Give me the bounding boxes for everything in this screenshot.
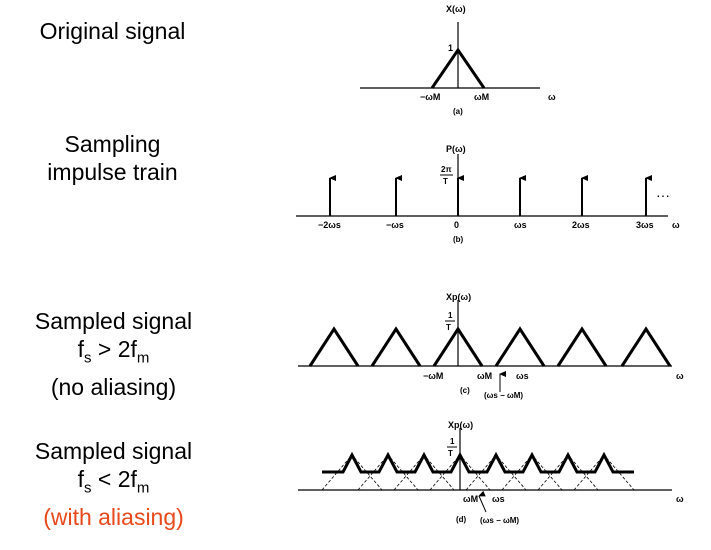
tick-c-neg-wm: −ωM xyxy=(423,371,443,381)
ylabel-c: Xp(ω) xyxy=(446,292,471,302)
tick-c-ws: ωs xyxy=(516,371,529,381)
label-sampling-line1: Sampling xyxy=(64,131,161,157)
tick-b-3ws: 3ωs xyxy=(636,220,654,230)
peak-b-num: 2π xyxy=(441,165,452,174)
note-d: (ωs − ωM) xyxy=(480,516,519,525)
label-c-line2: fs > 2fm xyxy=(77,336,150,367)
triangle-c-4 xyxy=(556,326,608,367)
tick-b-2ws: 2ωs xyxy=(572,220,590,230)
ylabel-b: P(ω) xyxy=(446,144,466,154)
tick-b-negws: −ωs xyxy=(386,220,404,230)
sub-a: (a) xyxy=(453,107,463,116)
tick-a-wm: ωM xyxy=(474,92,489,102)
axis-label-c: ω xyxy=(676,371,684,381)
peak-c-num: 1 xyxy=(448,311,453,320)
label-d-line3: (with aliasing) xyxy=(43,503,184,530)
sub-b: (b) xyxy=(453,235,464,244)
ellipsis-b: ··· xyxy=(656,187,670,203)
label-d-line2: fs < 2fm xyxy=(77,466,150,497)
label-d-line1: Sampled signal xyxy=(34,438,193,464)
triangles-d xyxy=(321,451,635,491)
ylabel-a: X(ω) xyxy=(446,4,466,14)
peak-d-num: 1 xyxy=(450,437,455,446)
triangle-c-1 xyxy=(370,326,422,367)
peak-c-den: T xyxy=(446,323,451,332)
label-sampled-noalias: Sampled signal fs > 2fm (no aliasing) xyxy=(16,307,211,401)
peak-b-den: T xyxy=(443,177,448,186)
tick-a-neg-wm: −ωM xyxy=(420,92,440,102)
triangle-c-0 xyxy=(308,326,360,367)
panel-b: P(ω) 2π T −2ωs −ωs 0 ωs 2ωs 3ωs ω ··· (b… xyxy=(296,144,680,244)
aliased-envelope-d xyxy=(322,451,634,474)
tick-b-zero: 0 xyxy=(454,220,459,230)
triangle-c-5 xyxy=(620,326,672,367)
label-sampled-alias: Sampled signal fs < 2fm (with aliasing) xyxy=(16,437,211,531)
label-original-line1: Original signal xyxy=(39,18,186,44)
sub-d: (d) xyxy=(456,515,467,524)
sub-c: (c) xyxy=(460,386,470,395)
ylabel-d: Xp(ω) xyxy=(448,420,473,430)
label-sampling: Sampling impulse train xyxy=(20,130,205,186)
tick-c-wm: ωM xyxy=(477,371,492,381)
axis-label-a: ω xyxy=(548,92,556,102)
label-sampling-line2: impulse train xyxy=(47,159,178,185)
panel-d: Xp(ω) 1 T ωM ωs ω (ωs − ωM) (d) xyxy=(298,420,684,525)
tick-d-ws: ωs xyxy=(492,494,505,504)
triangle-c-2 xyxy=(432,326,484,367)
triangles-c xyxy=(308,326,672,367)
arrow-d xyxy=(478,490,487,513)
impulse-group xyxy=(329,175,652,216)
axis-label-d: ω xyxy=(676,494,684,504)
tick-b-ws: ωs xyxy=(514,220,527,230)
axis-label-b: ω xyxy=(672,220,680,230)
panel-a: X(ω) 1 −ωM ωM ω (a) xyxy=(360,4,556,116)
tick-b-neg2ws: −2ωs xyxy=(318,220,341,230)
label-c-line3: (no aliasing) xyxy=(50,373,177,400)
triangle-a xyxy=(430,47,486,89)
note-c: (ωs − ωM) xyxy=(484,391,523,400)
panel-c: Xp(ω) 1 T −ωM ωM ωs ω (ωs − ωM) (c) xyxy=(298,292,684,400)
triangle-c-3 xyxy=(494,326,546,367)
peak-d-den: T xyxy=(448,449,453,458)
tick-d-wm: ωM xyxy=(463,494,478,504)
label-c-line1: Sampled signal xyxy=(34,308,193,334)
peak-a: 1 xyxy=(448,43,453,53)
label-original: Original signal xyxy=(20,17,205,45)
